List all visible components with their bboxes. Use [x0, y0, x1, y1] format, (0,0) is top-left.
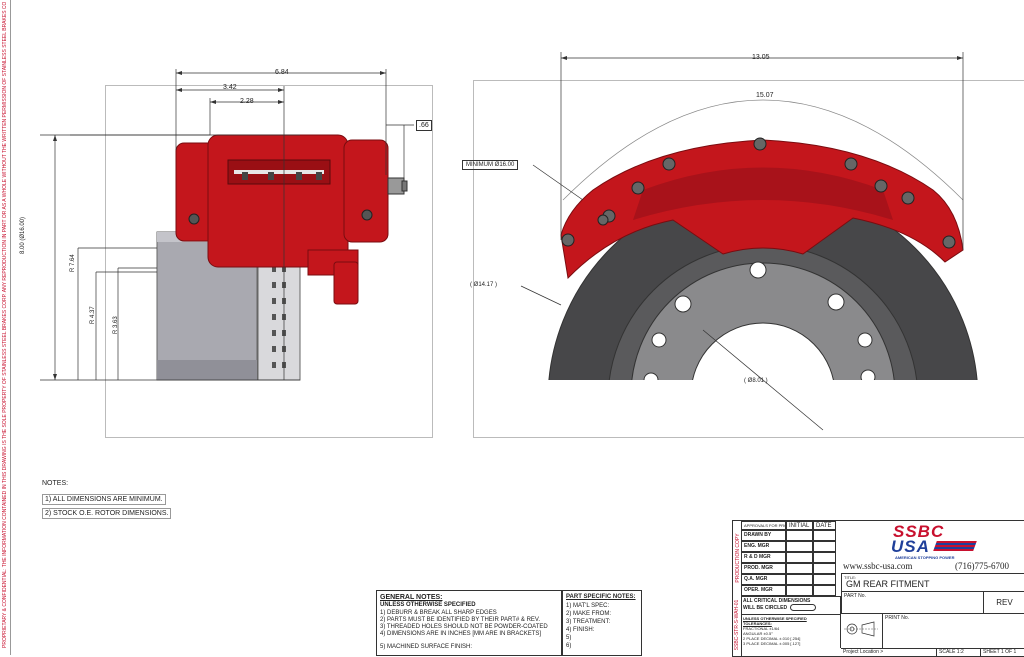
notes-box: NOTES: 1) ALL DIMENSIONS ARE MINIMUM. 2)…	[40, 478, 172, 520]
tol-line2: TOLERANCES:	[743, 621, 772, 626]
tol-line5: 2 PLACE DECIMAL ±.010 [.254]	[743, 636, 801, 641]
dim-15-07: 15.07	[756, 92, 774, 99]
front-view-drawing	[520, 52, 978, 431]
print-no-cell: PRINT No.	[883, 613, 1024, 648]
rd-mgr-date	[813, 552, 836, 563]
note-1: 1) ALL DIMENSIONS ARE MINIMUM.	[42, 494, 166, 505]
side-view-drawing	[40, 69, 414, 381]
oper-mgr-label: OPER. MGR	[741, 585, 786, 596]
dim-8-01: ( Ø8.01 )	[744, 378, 768, 384]
drawn-by-initial	[786, 530, 813, 541]
dim-min-16: MINIMUM Ø16.00	[462, 160, 519, 170]
scale-cell: SCALE 1:2	[937, 648, 981, 656]
drawn-by-date	[813, 530, 836, 541]
dim-3-42: 3.42	[223, 84, 237, 91]
tol-line3: FRACTIONAL ±1/64	[743, 626, 780, 631]
flag-icon	[933, 541, 977, 551]
initial-header: INITIAL	[786, 521, 813, 530]
drawn-by-label: DRAWN BY	[741, 530, 786, 541]
dim-0-66: .66	[416, 120, 432, 131]
qa-mgr-date	[813, 574, 836, 585]
eng-mgr-initial	[786, 541, 813, 552]
logo-tagline: AMERICAN STOPPING POWER	[895, 555, 955, 560]
title-block: PRODUCTION COPY SSBC-STR-S-WAH-01 APPROV…	[732, 520, 1024, 657]
doc-number-text: SSBC-STR-S-WAH-01	[734, 599, 740, 651]
part-notes-box: PART SPECIFIC NOTES: 1) MAT'L SPEC: 2) M…	[562, 590, 642, 656]
dim-6-84: 6.84	[275, 69, 289, 76]
general-note-5: 5) MACHINED SURFACE FINISH:	[380, 644, 473, 650]
projection-cell	[841, 613, 883, 648]
dim-13-05: 13.05	[752, 54, 770, 61]
general-note-1: 1) DEBURR & BREAK ALL SHARP EDGES	[380, 610, 497, 616]
rd-mgr-initial	[786, 552, 813, 563]
approvals-header: APPROVALS FOR PRODUCTION	[741, 521, 786, 530]
prod-mgr-date	[813, 563, 836, 574]
prod-mgr-initial	[786, 563, 813, 574]
general-notes-title: GENERAL NOTES:	[380, 594, 443, 601]
scale-label: SCALE 1:2	[939, 649, 964, 655]
part-no-label: PART No.	[844, 593, 866, 599]
general-notes-box: GENERAL NOTES: UNLESS OTHERWISE SPECIFIE…	[376, 590, 562, 656]
part-notes-title: PART SPECIFIC NOTES:	[566, 594, 636, 600]
eng-mgr-label: ENG. MGR	[741, 541, 786, 552]
tol-line4: ANGULAR ±0.5°	[743, 631, 773, 636]
critical-dims-cell: ALL CRITICAL DIMENSIONS WILL BE CIRCLED	[741, 596, 841, 614]
doc-number-strip: SSBC-STR-S-WAH-01	[733, 596, 742, 656]
general-notes-sub: UNLESS OTHERWISE SPECIFIED	[380, 602, 476, 608]
ssbc-logo: SSBC USA AMERICAN STOPPING POWER	[883, 522, 979, 560]
phone: (716)775-6700	[955, 561, 1009, 571]
rev-cell: REV	[983, 591, 1024, 613]
logo-ssbc-text: SSBC	[893, 522, 945, 541]
critical-dims-line2: WILL BE CIRCLED	[743, 604, 788, 611]
side-view-frame	[105, 85, 433, 438]
oper-mgr-initial	[786, 585, 813, 596]
qa-mgr-initial	[786, 574, 813, 585]
title-label: TITLE:	[844, 575, 857, 580]
prod-mgr-label: PROD. MGR	[741, 563, 786, 574]
drawing-title: GM REAR FITMENT	[846, 579, 930, 589]
qa-mgr-label: Q.A. MGR	[741, 574, 786, 585]
part-note-6: 6)	[566, 643, 572, 649]
eng-mgr-date	[813, 541, 836, 552]
part-note-2: 2) MAKE FROM:	[566, 611, 612, 617]
dim-8-00: 8.00 (Ø16.00)	[20, 216, 26, 254]
dim-14-17: ( Ø14.17 )	[470, 282, 498, 288]
third-angle-projection-icon	[844, 621, 878, 637]
general-note-2: 2) PARTS MUST BE IDENTIFIED BY THEIR PAR…	[380, 617, 541, 623]
project-location-cell: Project Location >	[841, 648, 937, 656]
print-no-label: PRINT No.	[885, 615, 910, 621]
rev-label: REV	[996, 598, 1013, 607]
tol-line1: UNLESS OTHERWISE SPECIFIED	[743, 616, 807, 621]
note-2: 2) STOCK O.E. ROTOR DIMENSIONS.	[42, 508, 172, 519]
logo-usa-text: USA	[891, 537, 930, 556]
tolerances-cell: UNLESS OTHERWISE SPECIFIED TOLERANCES: F…	[741, 614, 841, 648]
project-location-label: Project Location >	[843, 649, 884, 655]
caliper-front	[560, 139, 964, 280]
dim-2-28: 2.28	[240, 98, 254, 105]
sheet-cell: SHEET 1 OF 1	[981, 648, 1024, 656]
front-view-frame	[473, 80, 1024, 438]
sheet-label: SHEET 1 OF 1	[983, 649, 1017, 655]
general-note-4: 4) DIMENSIONS ARE IN INCHES [MM ARE IN B…	[380, 631, 542, 637]
part-note-5: 5)	[566, 635, 572, 641]
notes-header: NOTES:	[42, 480, 69, 487]
oper-mgr-date	[813, 585, 836, 596]
title-cell: TITLE: GM REAR FITMENT	[841, 573, 1024, 591]
part-no-cell: PART No.	[841, 591, 983, 613]
dim-r-4-37: R 4.37	[90, 306, 96, 324]
dim-r-7-64: R 7.64	[70, 254, 76, 272]
tol-line6: 3 PLACE DECIMAL ±.005 [.127]	[743, 641, 801, 646]
general-note-3: 3) THREADED HOLES SHOULD NOT BE POWDER-C…	[380, 624, 548, 630]
rotor-side	[257, 261, 301, 381]
circle-dim-icon	[790, 604, 817, 611]
critical-dims-line1: ALL CRITICAL DIMENSIONS	[743, 598, 811, 604]
dim-r-3-63: R 3.63	[113, 316, 119, 334]
website: www.ssbc-usa.com	[843, 561, 913, 571]
rd-mgr-label: R & D MGR	[741, 552, 786, 563]
date-header: DATE	[813, 521, 836, 530]
part-note-4: 4) FINISH:	[566, 627, 595, 633]
confidential-strip: PROPRIETARY & CONFIDENTIAL: THE INFORMAT…	[0, 0, 11, 655]
part-note-1: 1) MAT'L SPEC:	[566, 603, 610, 609]
part-note-3: 3) TREATMENT:	[566, 619, 611, 625]
